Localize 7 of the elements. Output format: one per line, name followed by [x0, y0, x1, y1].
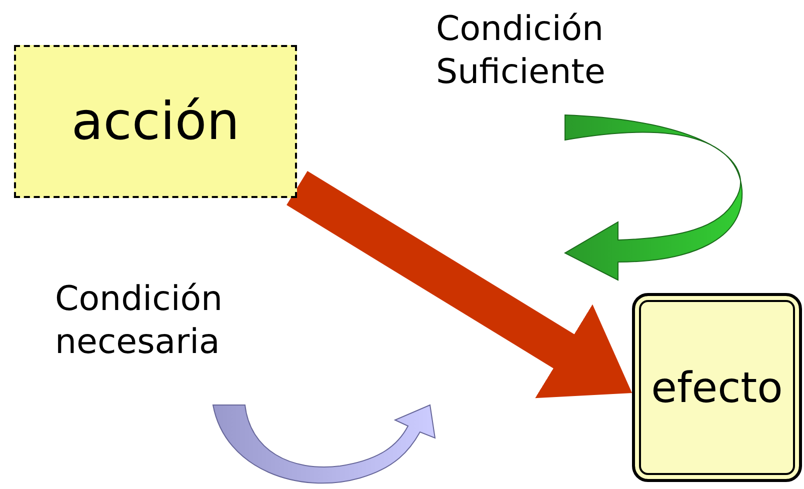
block-arrow: [286, 170, 632, 398]
condition-label: Condición necesaria: [55, 278, 224, 363]
node-label: acción: [71, 92, 240, 152]
node-label: efecto: [651, 363, 783, 412]
condition-label: Condición Suficiente: [436, 8, 606, 93]
process-box: [14, 45, 297, 198]
rounded-box: [632, 293, 802, 482]
